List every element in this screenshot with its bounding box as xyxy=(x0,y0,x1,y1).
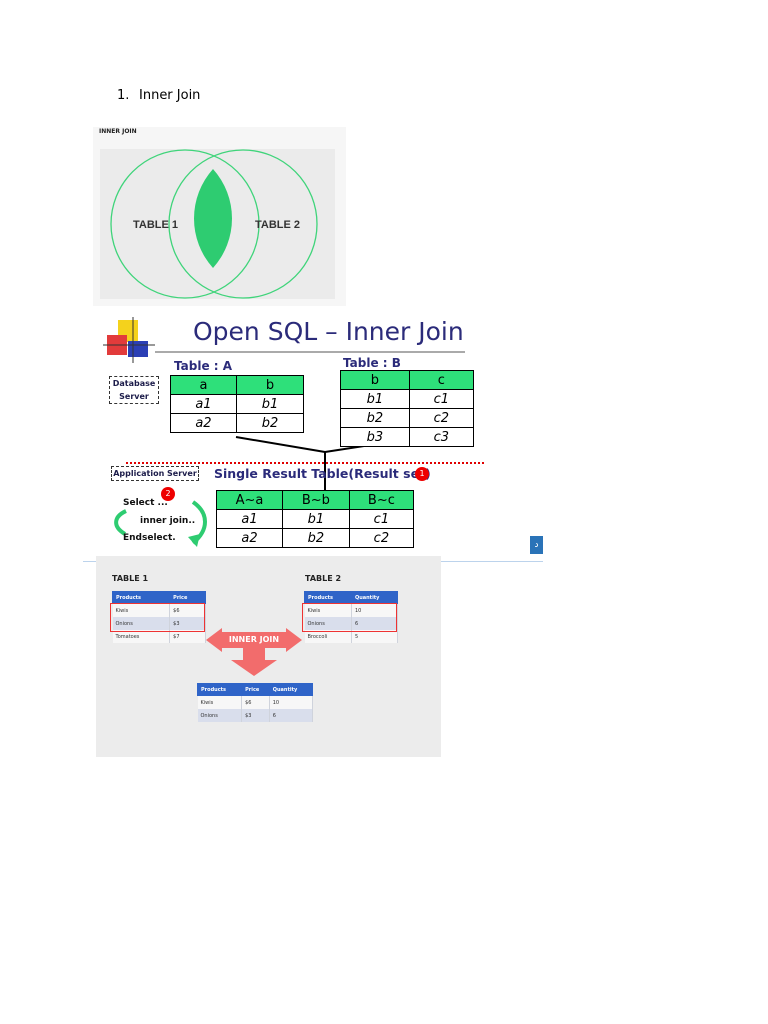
table2-cell: 6 xyxy=(351,617,399,630)
arrow-head-right xyxy=(188,534,200,547)
venn-circle-right xyxy=(168,149,318,299)
result-cell: c1 xyxy=(348,509,415,529)
table-a-cell: b1 xyxy=(235,394,305,414)
result-cell: $3 xyxy=(241,709,270,722)
join-arrow-svg xyxy=(206,628,302,676)
inner-join-label: INNER JOIN xyxy=(228,635,280,644)
table-a-label: Table : A xyxy=(174,359,233,373)
table1-header: Products xyxy=(111,591,171,604)
venn-circle-left xyxy=(110,149,260,299)
open-sql-title: Open SQL – Inner Join xyxy=(193,317,464,346)
table1-cell: $6 xyxy=(169,603,206,617)
venn-svg: TABLE 1 TABLE 2 xyxy=(110,149,318,299)
table2-highlight xyxy=(302,603,397,632)
db-label-line1: Database xyxy=(112,379,156,388)
table1-cell: Onions xyxy=(112,617,171,630)
result-cell: 10 xyxy=(269,695,314,709)
application-server-box: Application Server xyxy=(111,466,199,481)
table-b-cell: c3 xyxy=(408,427,475,447)
table-b-header: c xyxy=(408,370,475,390)
venn-overlap xyxy=(194,169,232,268)
join-arrow-shape xyxy=(206,628,302,676)
result-cell: a1 xyxy=(215,509,284,529)
table-a-cell: b2 xyxy=(235,413,305,433)
table1-cell: $3 xyxy=(169,617,206,630)
result-cell: b1 xyxy=(282,509,350,529)
result-cell: Kiwis xyxy=(197,695,243,709)
venn-figure: INNER JOIN TABLE 1 TABLE 2 xyxy=(93,127,346,306)
table2-header: Quantity xyxy=(350,591,399,604)
table2-cell: 5 xyxy=(351,630,399,643)
table1-header: Price xyxy=(169,591,206,604)
table1-cell: $7 xyxy=(169,630,206,643)
heading-text: Inner Join xyxy=(139,88,201,103)
table2-cell: Kiwis xyxy=(304,603,352,617)
logo-square-blue xyxy=(128,341,148,357)
result-header: Quantity xyxy=(268,683,314,696)
result-cell: $6 xyxy=(241,695,270,709)
table2-cell: Onions xyxy=(304,617,352,630)
code-select: Select ... xyxy=(123,498,168,508)
curved-arrow-left xyxy=(114,509,127,536)
result-header: A~a xyxy=(215,490,284,510)
result-header: B~b xyxy=(282,490,350,510)
table-b-cell: c1 xyxy=(408,389,475,409)
table-a-header: a xyxy=(170,375,237,395)
table-a-header: b xyxy=(235,375,305,395)
list-heading: 1. Inner Join xyxy=(117,88,200,103)
venn-caption: INNER JOIN xyxy=(99,128,137,135)
open-sql-figure: Open SQL – Inner Join Table : A Table : … xyxy=(93,315,543,555)
table-b-header: b xyxy=(340,370,410,390)
table-a-cell: a2 xyxy=(170,413,237,433)
table-b-cell: b1 xyxy=(340,389,410,409)
table-b-cell: c2 xyxy=(408,408,475,428)
venn-left-label: TABLE 1 xyxy=(133,219,178,231)
result-cell: Onions xyxy=(197,709,243,722)
result-cell: 6 xyxy=(269,709,314,722)
side-tab[interactable]: د xyxy=(530,536,543,554)
table1-cell: Kiwis xyxy=(112,603,171,617)
table2-caption: TABLE 2 xyxy=(305,574,342,583)
table1-caption: TABLE 1 xyxy=(112,574,149,583)
result-header: Products xyxy=(196,683,243,696)
table-a-cell: a1 xyxy=(170,394,237,414)
result-table-label: Single Result Table(Result set) xyxy=(214,466,431,481)
open-sql-svg xyxy=(103,317,485,547)
result-cell: b2 xyxy=(282,528,350,548)
table1-highlight xyxy=(110,603,205,632)
list-number: 1. xyxy=(117,88,130,103)
result-cell: c2 xyxy=(348,528,415,548)
code-inner-join: inner join.. xyxy=(140,516,196,526)
table-b-cell: b2 xyxy=(340,408,410,428)
table-b-label: Table : B xyxy=(343,356,401,370)
badge-1: 1 xyxy=(415,467,429,481)
result-cell: a2 xyxy=(215,528,284,548)
result-header: B~c xyxy=(348,490,415,510)
venn-right-label: TABLE 2 xyxy=(255,219,300,231)
table2-cell: Broccoli xyxy=(304,630,352,643)
result-header: Price xyxy=(241,683,270,696)
table-b-cell: b3 xyxy=(340,427,410,447)
code-endselect: Endselect. xyxy=(123,533,176,543)
badge-2: 2 xyxy=(161,487,175,501)
table1-cell: Tomatoes xyxy=(112,630,171,643)
db-label-line2: Server xyxy=(119,392,149,401)
database-server-box: Database Server xyxy=(109,376,159,404)
